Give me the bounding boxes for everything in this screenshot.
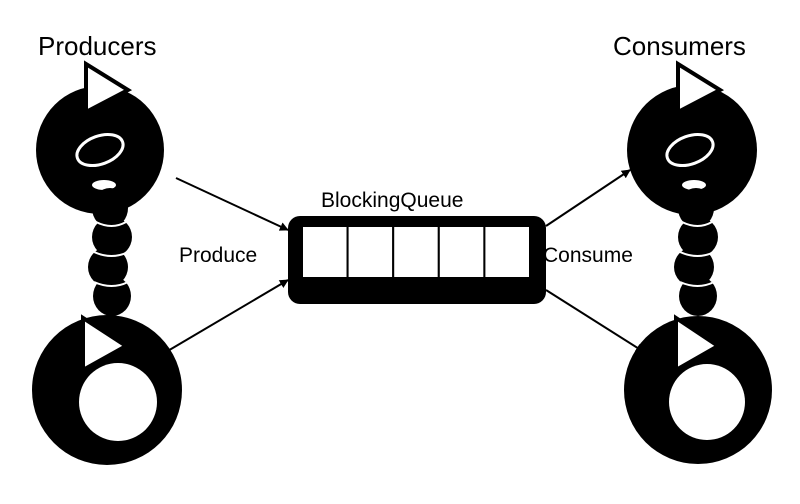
consume-arrow-top [545, 169, 631, 227]
consumers-group: Consumers [613, 31, 772, 464]
queue-slot [346, 225, 395, 279]
consumers-label: Consumers [613, 31, 746, 61]
queue-slots [301, 225, 531, 279]
consumer-thread-bottom [624, 314, 772, 464]
consumer-coil [674, 188, 718, 316]
blocking-queue: BlockingQueue [288, 189, 546, 304]
consume-label: Consume [543, 244, 633, 267]
consumer-thread-top [627, 60, 757, 215]
produce-arrow-bottom [165, 279, 289, 353]
producer-coil [88, 188, 132, 316]
produce-arrow-top [175, 177, 289, 231]
queue-slot [483, 225, 531, 279]
producer-thread-bottom [32, 314, 182, 465]
consume-arrow-bottom [545, 289, 645, 353]
arrows [165, 169, 645, 353]
queue-label: BlockingQueue [321, 189, 463, 212]
consumer-top-play-icon [676, 60, 725, 116]
queue-slot [301, 225, 349, 279]
producer-top-play-icon [84, 60, 133, 116]
producer-bottom-play-icon [81, 314, 130, 374]
producers-group: Producers [32, 31, 182, 465]
produce-label: Produce [179, 244, 257, 267]
consumer-bottom-play-icon [674, 314, 722, 374]
producers-label: Producers [38, 31, 157, 61]
queue-slot [437, 225, 486, 279]
producer-thread-top [36, 60, 164, 214]
queue-slot [392, 225, 440, 279]
